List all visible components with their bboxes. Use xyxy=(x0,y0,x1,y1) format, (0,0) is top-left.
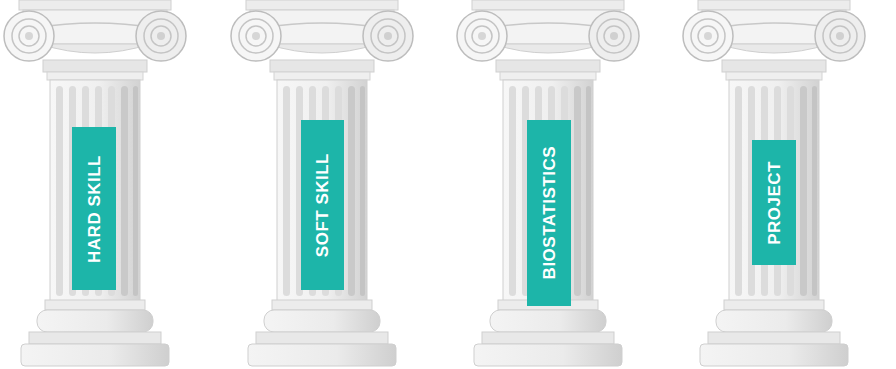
pillar-label: BIOSTATISTICS xyxy=(541,146,558,279)
pillar-label: HARD SKILL xyxy=(86,155,103,263)
pillar-label: SOFT SKILL xyxy=(314,153,331,257)
column xyxy=(457,0,639,366)
column xyxy=(683,0,865,366)
label-box: PROJECT xyxy=(752,140,796,265)
label-box: HARD SKILL xyxy=(72,127,116,290)
label-box: SOFT SKILL xyxy=(301,120,344,290)
column xyxy=(231,0,413,366)
column xyxy=(4,0,186,366)
label-box: BIOSTATISTICS xyxy=(527,120,571,306)
pillar-label: PROJECT xyxy=(766,161,783,245)
